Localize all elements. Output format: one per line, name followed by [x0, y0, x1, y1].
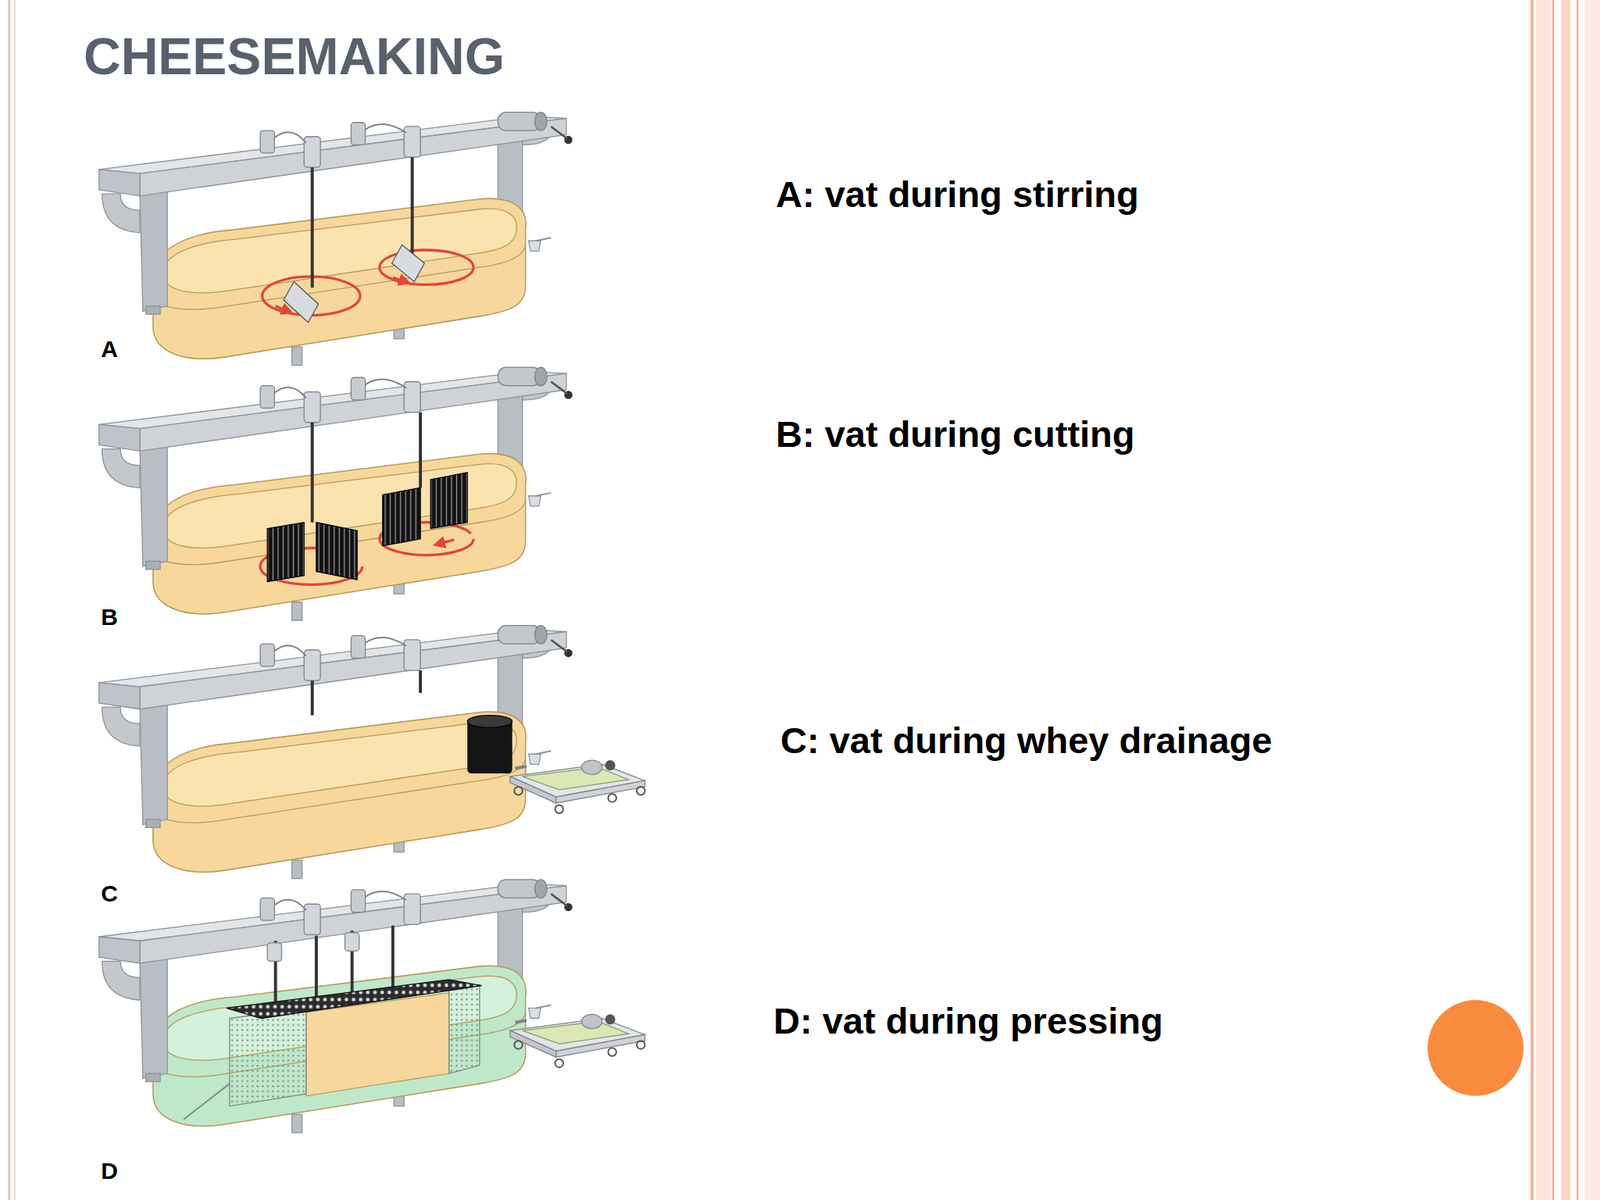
- vat: [153, 198, 551, 365]
- panel-letter: C: [100, 882, 118, 906]
- border-line: [1576, 0, 1579, 1200]
- panel-caption: D: vat during pressing: [773, 1002, 1164, 1040]
- strainer: [467, 720, 512, 774]
- frame: [99, 625, 573, 829]
- perforated-wall: [449, 984, 480, 1074]
- panel-letter: B: [100, 605, 118, 629]
- vat-cutting: [99, 367, 573, 621]
- press-plate: [226, 979, 483, 1019]
- arrow-head: [275, 306, 289, 312]
- cutting-harp: [267, 522, 304, 583]
- strainer-top: [467, 715, 512, 729]
- rotation-arrow: [379, 250, 474, 285]
- border-band: [1560, 0, 1571, 1200]
- stirrer-rod: [410, 157, 415, 258]
- panel-caption: C: vat during whey drainage: [780, 721, 1272, 759]
- border-line: [7, 0, 11, 1200]
- vat-pressing: [99, 879, 646, 1133]
- arrow-head: [439, 539, 455, 544]
- panel-letter: D: [100, 1159, 118, 1183]
- press-cylinder: [267, 942, 282, 962]
- panel-letter: A: [100, 337, 118, 361]
- press-cylinder: [344, 932, 359, 952]
- cutting-harp: [316, 522, 358, 580]
- panel-caption: A: vat during stirring: [775, 175, 1140, 213]
- border-line: [1530, 0, 1534, 1200]
- stirrer-rod: [310, 167, 315, 288]
- stirrer-paddle: [283, 281, 318, 322]
- press-rod: [314, 935, 318, 1005]
- frame: [99, 879, 573, 1083]
- border-line: [1552, 0, 1555, 1200]
- vat: [153, 711, 551, 879]
- whey-cart: [510, 1014, 645, 1068]
- arrow-head: [392, 277, 406, 282]
- decor-circle: [1427, 1000, 1524, 1097]
- cutter-rod: [418, 412, 422, 489]
- rod: [418, 670, 422, 693]
- rod: [310, 680, 315, 715]
- whey-cart: [510, 760, 645, 814]
- frame: [99, 112, 573, 315]
- press-rod: [391, 925, 395, 993]
- vat: [153, 453, 551, 621]
- drain-line: [183, 1083, 230, 1120]
- slide-title: CHEESEMAKING: [83, 30, 505, 83]
- border-line: [14, 0, 15, 1200]
- vat-drainage: [99, 625, 646, 879]
- cutting-harp: [382, 487, 421, 546]
- stirrer-paddle: [392, 244, 425, 282]
- panel-caption: B: vat during cutting: [775, 415, 1136, 453]
- cutting-harp: [430, 472, 468, 529]
- perforated-wall: [229, 1007, 307, 1106]
- border-band: [1535, 0, 1552, 1200]
- vat-stirring: [99, 112, 573, 366]
- cutter-rod: [310, 422, 315, 523]
- border-band: [1584, 0, 1600, 1200]
